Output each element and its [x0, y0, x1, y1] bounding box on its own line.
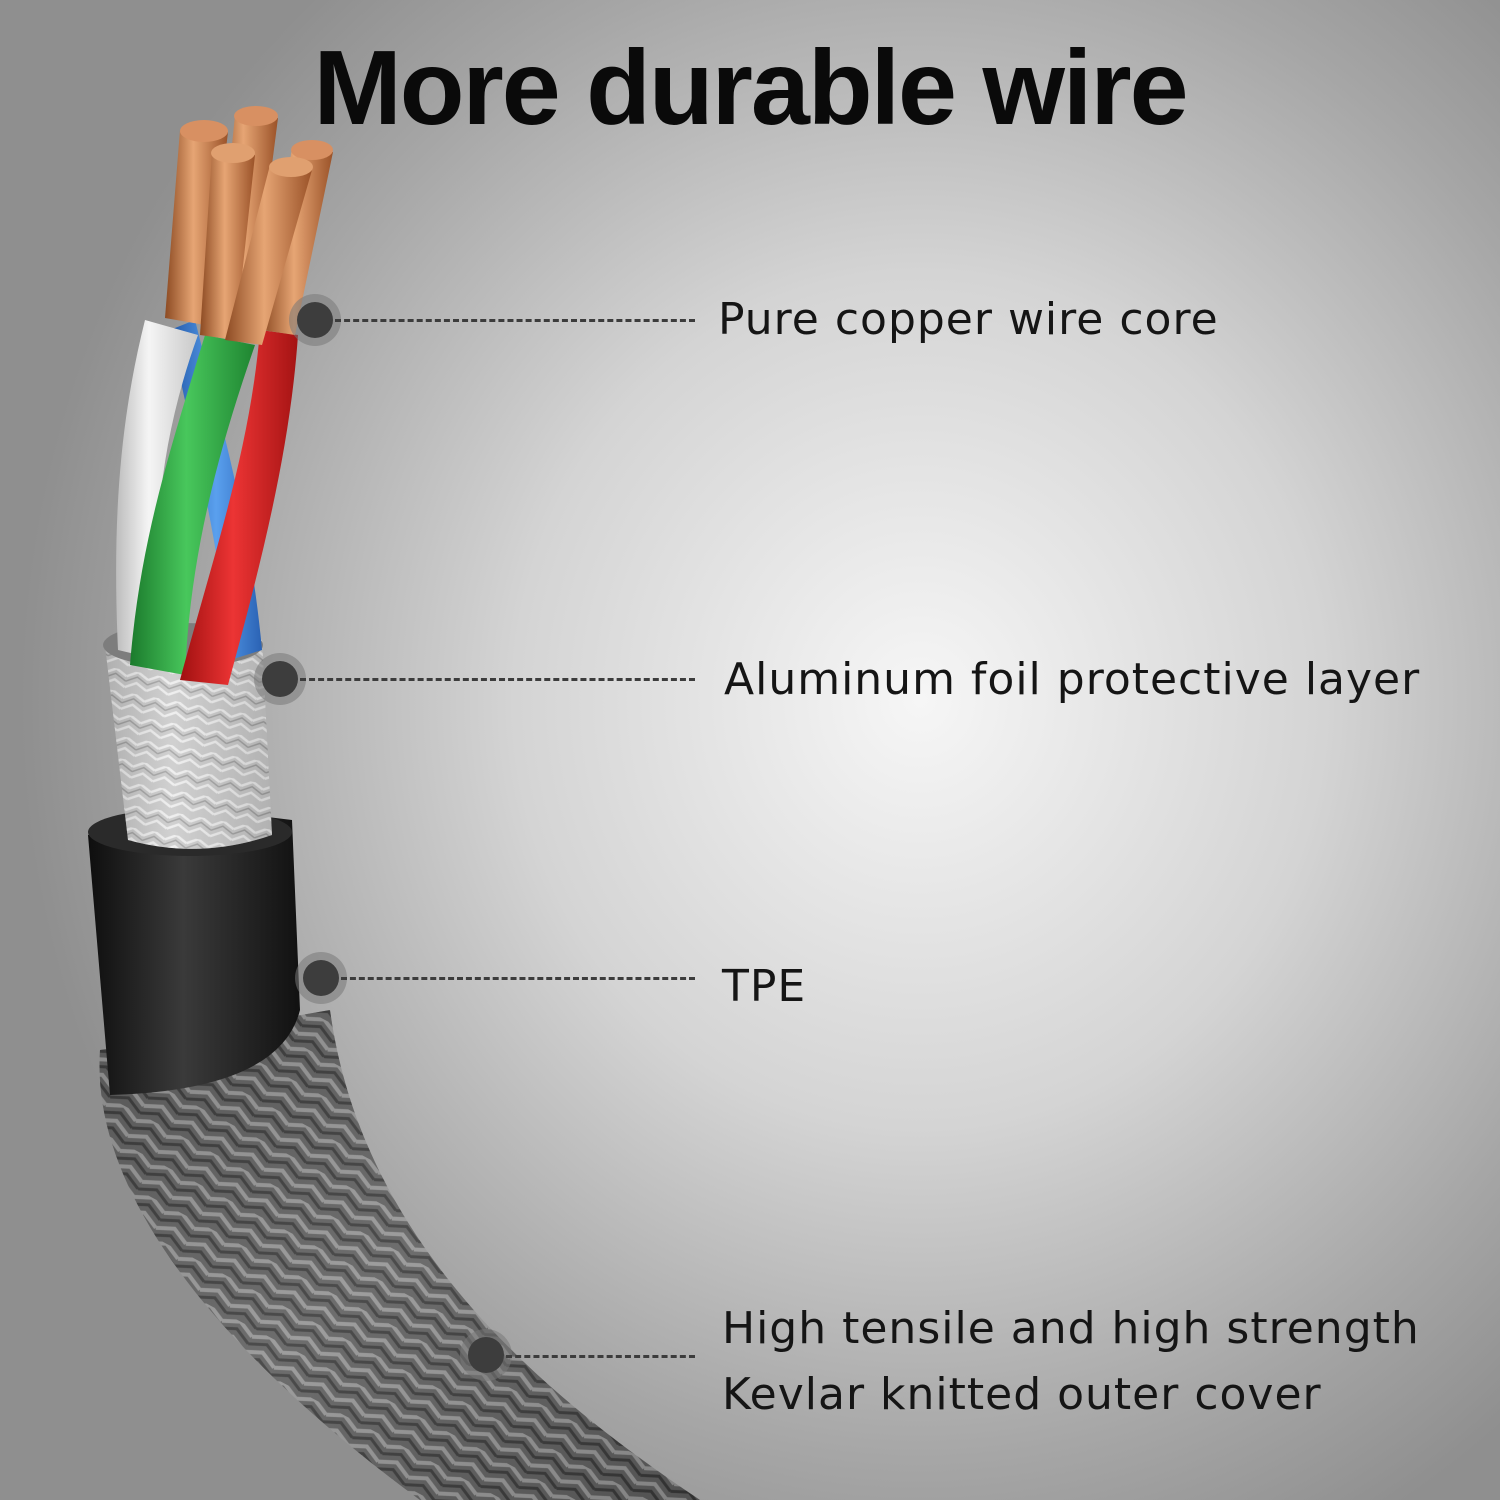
tpe-jacket-shape	[88, 815, 300, 1095]
callout-label-kevlar: High tensile and high strength Kevlar kn…	[722, 1296, 1420, 1428]
callout-label-copper-line-1: Pure copper wire core	[718, 294, 1219, 345]
callout-marker-foil	[262, 661, 298, 697]
leader-line-copper	[335, 319, 695, 322]
callout-label-kevlar-line-1: High tensile and high strength	[722, 1303, 1420, 1354]
wire-white-shape	[116, 320, 198, 660]
callout-label-foil-line-1: Aluminum foil protective layer	[724, 654, 1421, 705]
callout-label-tpe: TPE	[722, 954, 806, 1020]
wire-green-shape	[130, 335, 255, 675]
callout-label-kevlar-line-2: Kevlar knitted outer cover	[722, 1369, 1322, 1420]
wire-red-shape	[180, 330, 298, 685]
copper-strand-4	[262, 148, 333, 335]
callout-marker-kevlar	[468, 1337, 504, 1373]
leader-line-foil	[300, 678, 695, 681]
leader-line-kevlar	[506, 1355, 695, 1358]
callout-label-copper: Pure copper wire core	[718, 287, 1219, 353]
callout-label-tpe-line-1: TPE	[722, 961, 807, 1012]
copper-strand-3	[200, 152, 255, 340]
page-title: More durable wire	[313, 29, 1188, 147]
callout-marker-tpe	[303, 960, 339, 996]
copper-strand-5	[225, 165, 312, 345]
leader-line-tpe	[341, 977, 695, 980]
callout-marker-copper	[297, 302, 333, 338]
callout-label-foil: Aluminum foil protective layer	[724, 647, 1420, 713]
